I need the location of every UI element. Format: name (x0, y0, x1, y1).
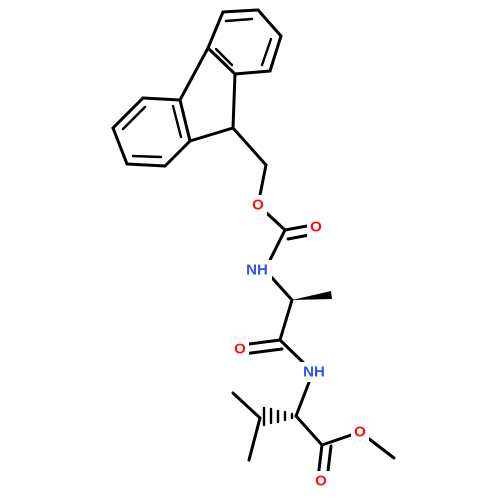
atom-label: O (315, 473, 327, 490)
atom-o-ester-carbonyl: O (312, 471, 330, 491)
aromatic-inner-bond (260, 37, 273, 67)
aromatic-inner-bond (214, 47, 234, 67)
bond (278, 298, 294, 342)
bond (221, 8, 260, 14)
valine-residue (231, 370, 396, 481)
bond (141, 96, 182, 102)
atom-label: O (310, 219, 322, 236)
aromatic-inner-bond (224, 17, 254, 23)
atom-label: NH (303, 364, 325, 381)
atom-o-ester: O (351, 422, 369, 442)
atom-label: O (252, 197, 264, 214)
bond (111, 96, 145, 130)
bond (206, 46, 237, 76)
atom-label: NH (246, 262, 268, 279)
aromatic-inner-bond (121, 105, 147, 131)
bond (231, 72, 237, 130)
bond (247, 416, 262, 462)
bond (188, 126, 235, 143)
bond (206, 10, 225, 50)
bond (268, 34, 283, 73)
bond (163, 139, 192, 168)
alanine-residue (239, 268, 332, 374)
atom-o-amide: O (231, 339, 249, 359)
bond (178, 46, 210, 102)
fluorene-lower-ring (111, 96, 192, 168)
hashed-wedge-bond (262, 406, 294, 427)
bond (256, 8, 283, 38)
wedge-bond (292, 291, 332, 300)
bond (178, 98, 192, 143)
atom-label: O (354, 424, 366, 441)
bond (294, 414, 324, 447)
atom-n-amide: NH (299, 362, 329, 382)
atom-o-carbamate-carbonyl: O (307, 217, 325, 237)
bond (125, 162, 167, 168)
atom-n-carbamate: NH (242, 260, 272, 280)
bond (231, 126, 268, 167)
atom-o-ether: O (249, 195, 267, 215)
atom-label: O (234, 341, 246, 358)
bond (111, 126, 129, 166)
bond (231, 391, 262, 420)
fmoc-linker (231, 126, 322, 272)
fluorene-five-ring (178, 46, 237, 143)
fluorene-upper-ring (206, 8, 283, 76)
aromatic-inner-bond (131, 154, 163, 159)
bond (233, 69, 272, 76)
bond (241, 347, 284, 356)
aromatic-inner-bond (171, 104, 183, 139)
